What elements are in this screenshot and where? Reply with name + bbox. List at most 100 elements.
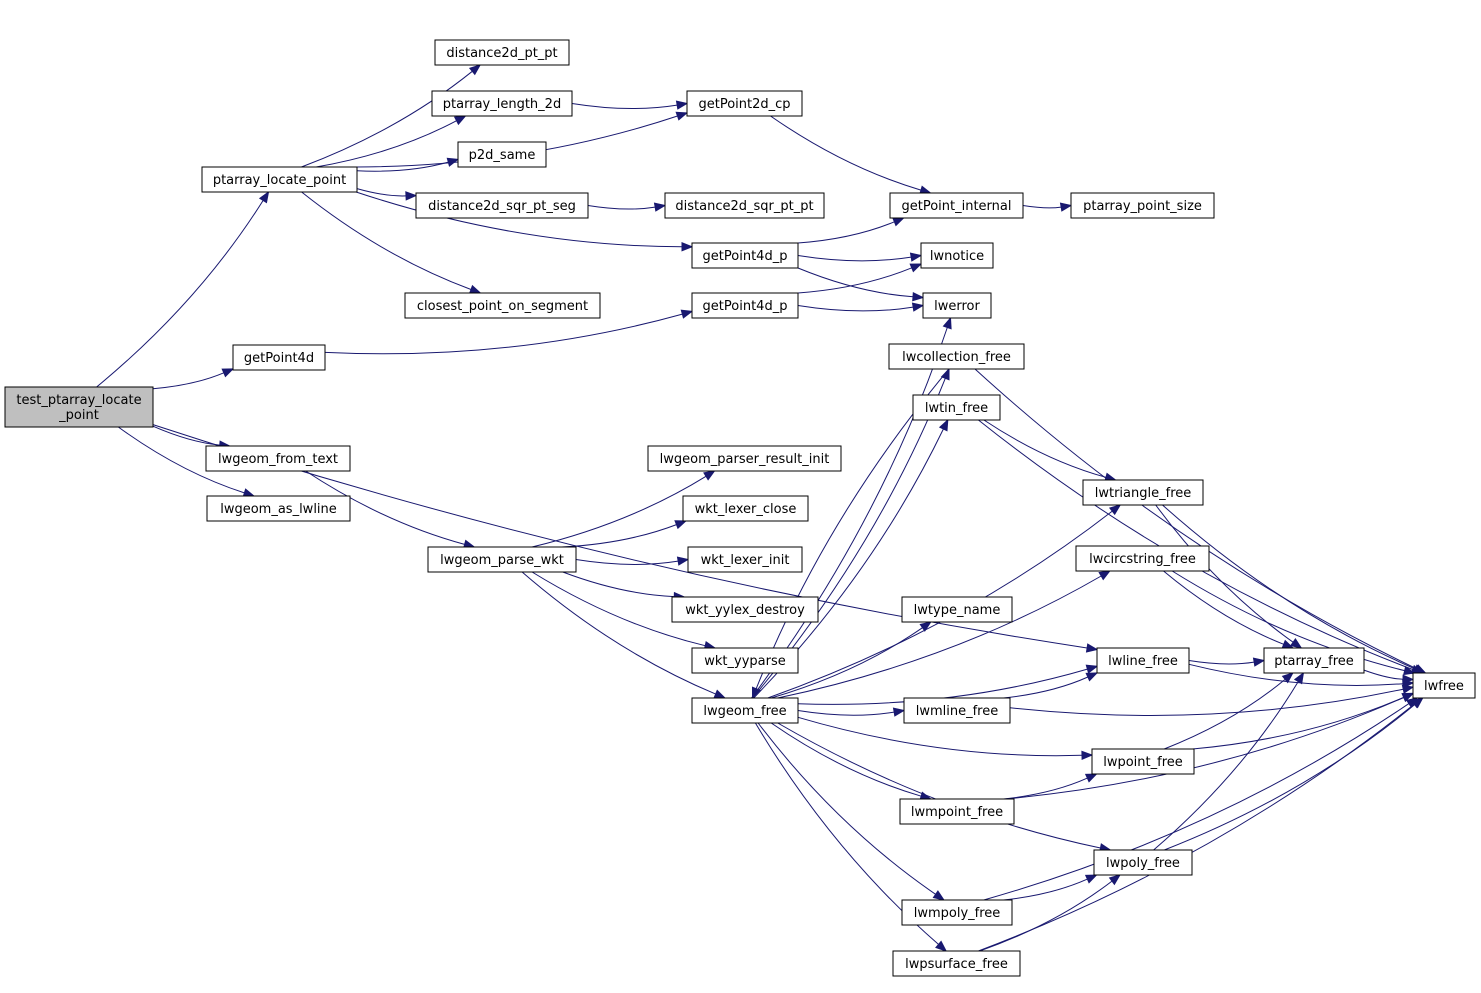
- node-box: [682, 495, 809, 522]
- arrowhead: [1081, 750, 1094, 761]
- node-label: getPoint_internal: [901, 199, 1011, 214]
- node-box: [647, 445, 842, 472]
- edge-line: [770, 115, 922, 191]
- node-lwpsurface-free[interactable]: lwpsurface_free: [892, 950, 1021, 977]
- node-lwcollection-free[interactable]: lwcollection_free: [888, 343, 1025, 370]
- edge-line: [356, 161, 449, 172]
- node-box: [457, 141, 547, 168]
- node-lwgeom-parse-wkt[interactable]: lwgeom_parse_wkt: [427, 546, 577, 573]
- node-box: [1412, 672, 1476, 699]
- edge-ptarray_locate_point-to-getPoint4d_p_a: [355, 191, 694, 252]
- node-box: [415, 192, 589, 219]
- edge-line: [983, 703, 1410, 901]
- node-lwmpoint-free[interactable]: lwmpoint_free: [899, 798, 1015, 825]
- node-box: [1096, 647, 1190, 674]
- node-ptarray-locate-point[interactable]: ptarray_locate_point: [201, 166, 358, 193]
- node-box: [892, 950, 1021, 977]
- node-box: [431, 90, 573, 117]
- node-getPoint4d-p-a[interactable]: getPoint4d_p: [691, 242, 799, 269]
- edge-lwmline_free-to-lwfree: [1009, 684, 1415, 716]
- node-wkt-yyparse[interactable]: wkt_yyparse: [691, 647, 799, 674]
- arrowhead: [1108, 504, 1122, 516]
- edge-line: [797, 710, 895, 716]
- edge-line: [983, 419, 1107, 478]
- node-label: wkt_lexer_init: [701, 553, 790, 568]
- arrowhead: [919, 621, 932, 632]
- node-lwgeom-from-text[interactable]: lwgeom_from_text: [205, 445, 351, 472]
- edge-line: [1188, 660, 1255, 665]
- node-lwgeom-free[interactable]: lwgeom_free: [691, 697, 799, 724]
- node-lwtin-free[interactable]: lwtin_free: [912, 394, 1001, 421]
- edge-getPoint4d_p_a-to-lwerror: [797, 267, 925, 302]
- edge-test_ptarray_locate_point-to-getPoint4d: [152, 368, 235, 390]
- node-box: [920, 242, 994, 269]
- arrowhead: [405, 191, 418, 201]
- node-lwgeom-parser-result-init[interactable]: lwgeom_parser_result_init: [647, 445, 842, 472]
- node-wkt-lexer-init[interactable]: wkt_lexer_init: [687, 546, 803, 573]
- node-lwtriangle-free[interactable]: lwtriangle_free: [1082, 479, 1204, 506]
- node-test-ptarray-locate-point[interactable]: test_ptarray_locate_point: [4, 386, 154, 428]
- node-label: lwgeom_as_lwline: [220, 502, 337, 517]
- node-box: [1091, 748, 1195, 775]
- edge-line: [770, 722, 922, 797]
- arrowhead: [221, 368, 235, 378]
- node-label: closest_point_on_segment: [417, 299, 588, 314]
- arrowhead: [938, 418, 949, 432]
- node-box: [691, 697, 799, 724]
- node-box: [691, 242, 799, 269]
- node-lwpoly-free[interactable]: lwpoly_free: [1093, 849, 1193, 876]
- node-distance2d-sqr-pt-pt[interactable]: distance2d_sqr_pt_pt: [664, 192, 825, 219]
- node-distance2d-sqr-pt-seg[interactable]: distance2d_sqr_pt_seg: [415, 192, 589, 219]
- node-lwgeom-as-lwline[interactable]: lwgeom_as_lwline: [206, 495, 351, 522]
- node-label: getPoint4d_p: [703, 249, 788, 264]
- node-label: _point: [58, 408, 99, 423]
- node-lwmline-free[interactable]: lwmline_free: [903, 697, 1011, 724]
- node-label: getPoint4d_p: [703, 299, 788, 314]
- node-label: getPoint2d_cp: [698, 97, 790, 112]
- edge-lwgeom_parse_wkt-to-lwgeom_free: [521, 571, 727, 699]
- edge-lwgeom_free-to-lwmline_free: [797, 707, 906, 717]
- node-ptarray-free[interactable]: ptarray_free: [1263, 647, 1365, 674]
- node-box: [901, 899, 1013, 926]
- node-lwline-free[interactable]: lwline_free: [1096, 647, 1190, 674]
- edge-line: [356, 188, 407, 197]
- node-getPoint4d[interactable]: getPoint4d: [232, 344, 326, 371]
- node-lwcircstring-free[interactable]: lwcircstring_free: [1075, 545, 1210, 572]
- node-wkt-yylex-destroy[interactable]: wkt_yylex_destroy: [671, 596, 819, 623]
- edge-lwpsurface_free-to-lwfree: [978, 697, 1424, 952]
- arrowhead: [1289, 638, 1303, 649]
- node-lwpoint-free[interactable]: lwpoint_free: [1091, 748, 1195, 775]
- node-ptarray-length-2d[interactable]: ptarray_length_2d: [431, 90, 573, 117]
- edge-lwpsurface_free-to-lwpoly_free: [979, 874, 1121, 952]
- node-wkt-lexer-close[interactable]: wkt_lexer_close: [682, 495, 809, 522]
- node-label: test_ptarray_locate: [16, 393, 141, 408]
- node-lwnotice[interactable]: lwnotice: [920, 242, 994, 269]
- edge-lwpoint_free-to-ptarray_free: [1164, 672, 1294, 750]
- edge-lwtin_free-to-lwtriangle_free: [983, 419, 1117, 482]
- node-box: [1075, 545, 1210, 572]
- node-lwerror[interactable]: lwerror: [922, 292, 992, 319]
- node-distance2d-pt-pt[interactable]: distance2d_pt_pt: [434, 39, 570, 66]
- node-label: lwfree: [1424, 679, 1464, 694]
- edge-ptarray_locate_point-to-ptarray_length_2d: [316, 115, 467, 168]
- edge-line: [1009, 688, 1404, 716]
- node-lwmpoly-free[interactable]: lwmpoly_free: [901, 899, 1013, 926]
- node-p2d-same[interactable]: p2d_same: [457, 141, 547, 168]
- edge-lwmline_free-to-lwline_free: [1003, 672, 1099, 699]
- arrowhead: [1281, 672, 1294, 684]
- edge-lwpoint_free-to-lwfree: [1192, 692, 1415, 750]
- node-box: [1093, 849, 1193, 876]
- node-ptarray-point-size[interactable]: ptarray_point_size: [1070, 192, 1215, 219]
- arrowhead: [681, 242, 694, 252]
- node-lwtype-name[interactable]: lwtype_name: [901, 596, 1013, 623]
- arrowhead: [468, 284, 482, 294]
- node-box: [206, 495, 351, 522]
- node-getPoint2d-cp[interactable]: getPoint2d_cp: [686, 90, 803, 117]
- node-lwfree[interactable]: lwfree: [1412, 672, 1476, 699]
- node-label: lwerror: [934, 299, 980, 314]
- edge-lwtriangle_free-to-ptarray_free: [1155, 504, 1303, 649]
- node-closest-point-on-segment[interactable]: closest_point_on_segment: [404, 292, 601, 319]
- node-getPoint-internal[interactable]: getPoint_internal: [889, 192, 1024, 219]
- node-getPoint4d-p-b[interactable]: getPoint4d_p: [691, 292, 799, 319]
